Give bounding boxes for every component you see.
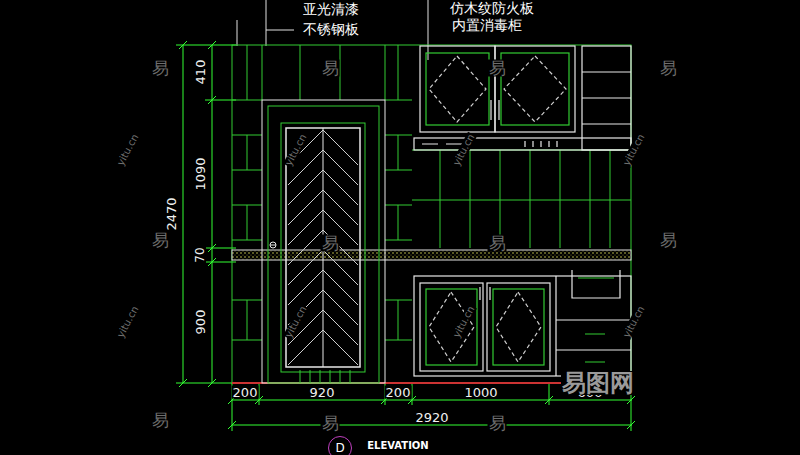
watermark: 易 xyxy=(321,60,340,77)
watermark: yitu.cn xyxy=(621,304,647,340)
lower-cabinets xyxy=(414,270,631,376)
section-letter: D xyxy=(335,442,344,454)
dimension-value: 900 xyxy=(194,309,207,336)
countertop xyxy=(232,250,631,260)
wall-tiles xyxy=(232,45,631,383)
watermark-logo: 易图网 xyxy=(561,371,635,395)
leader-lines xyxy=(237,0,428,60)
watermark: 易 xyxy=(151,412,170,429)
watermark: 易 xyxy=(659,232,678,249)
material-note: 不锈钢板 xyxy=(302,22,360,36)
door xyxy=(262,100,385,383)
dimension-value: 2470 xyxy=(165,196,178,231)
dimension-value: 1090 xyxy=(194,156,207,191)
dimension-value: 2920 xyxy=(414,411,449,424)
watermark: yitu.cn xyxy=(451,304,477,340)
section-symbol: D xyxy=(328,436,352,455)
material-note: 仿木纹防火板 xyxy=(449,1,535,15)
dimension-value: 920 xyxy=(309,386,336,399)
dimension-value: 200 xyxy=(385,386,412,399)
watermark: 易 xyxy=(659,60,678,77)
watermark: 易 xyxy=(321,235,340,252)
dimension-lines xyxy=(176,41,635,431)
dimension-value: 70 xyxy=(194,246,206,263)
watermark: yitu.cn xyxy=(283,132,309,168)
watermark: 易 xyxy=(488,415,507,432)
material-note: 亚光清漆 xyxy=(302,2,360,16)
view-title: ELEVATION xyxy=(366,441,429,451)
watermark: yitu.cn xyxy=(283,304,309,340)
upper-cabinets xyxy=(414,46,631,150)
material-note: 内置消毒柜 xyxy=(451,18,523,32)
dimension-value: 410 xyxy=(194,59,207,86)
watermark: yitu.cn xyxy=(115,304,141,340)
dimension-value: 200 xyxy=(232,386,259,399)
watermark: 易 xyxy=(488,60,507,77)
watermark: 易 xyxy=(151,60,170,77)
watermark: 易 xyxy=(151,232,170,249)
watermark: 易 xyxy=(488,235,507,252)
dimension-value: 1000 xyxy=(463,386,498,399)
watermark: 易 xyxy=(321,415,340,432)
watermark: yitu.cn xyxy=(115,132,141,168)
